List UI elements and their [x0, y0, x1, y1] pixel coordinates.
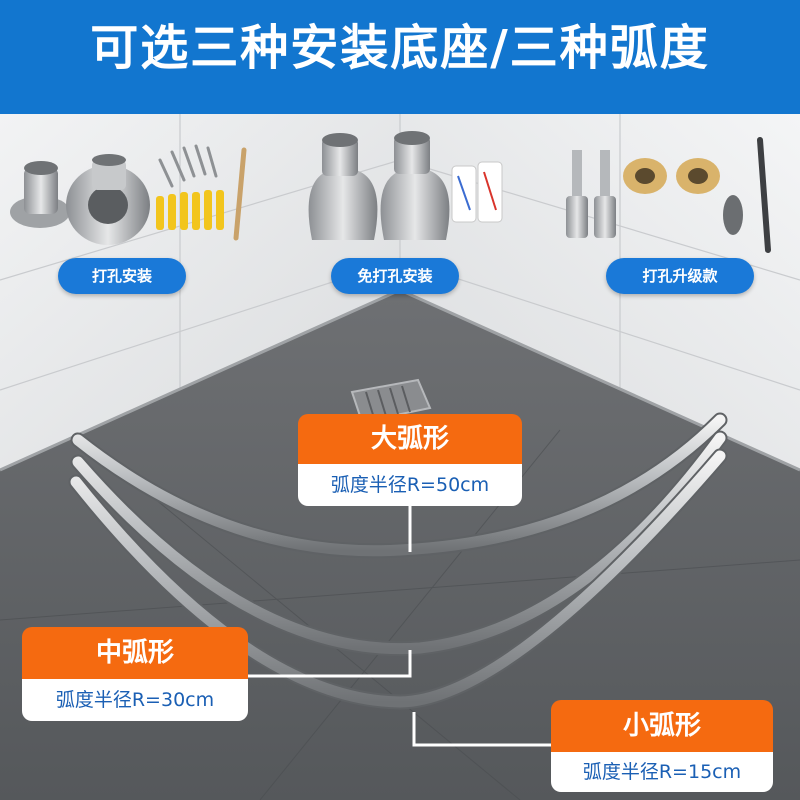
label-upgraded-mount: 打孔升级款 — [606, 258, 754, 294]
curved-rods — [68, 412, 728, 710]
small-arc-title: 小弧形 — [551, 700, 773, 752]
adhesive-mount-base-icon — [308, 131, 503, 240]
large-arc-radius: 弧度半径R=50cm — [298, 464, 522, 506]
callout-small-arc: 小弧形 弧度半径R=15cm — [551, 700, 773, 792]
drilled-mount-base-icon — [10, 144, 247, 245]
medium-arc-title: 中弧形 — [22, 627, 248, 679]
upgraded-drilled-mount-icon — [566, 137, 771, 253]
label-drilled-mount: 打孔安装 — [58, 258, 186, 294]
label-adhesive-mount: 免打孔安装 — [331, 258, 459, 294]
small-arc-radius: 弧度半径R=15cm — [551, 752, 773, 792]
callout-medium-arc: 中弧形 弧度半径R=30cm — [22, 627, 248, 721]
floor-drain — [350, 378, 432, 424]
large-arc-title: 大弧形 — [298, 414, 522, 464]
callout-large-arc: 大弧形 弧度半径R=50cm — [298, 414, 522, 506]
medium-arc-radius: 弧度半径R=30cm — [22, 679, 248, 721]
header-banner: 可选三种安装底座/三种弧度 — [0, 0, 800, 114]
page-title: 可选三种安装底座/三种弧度 — [90, 20, 710, 76]
